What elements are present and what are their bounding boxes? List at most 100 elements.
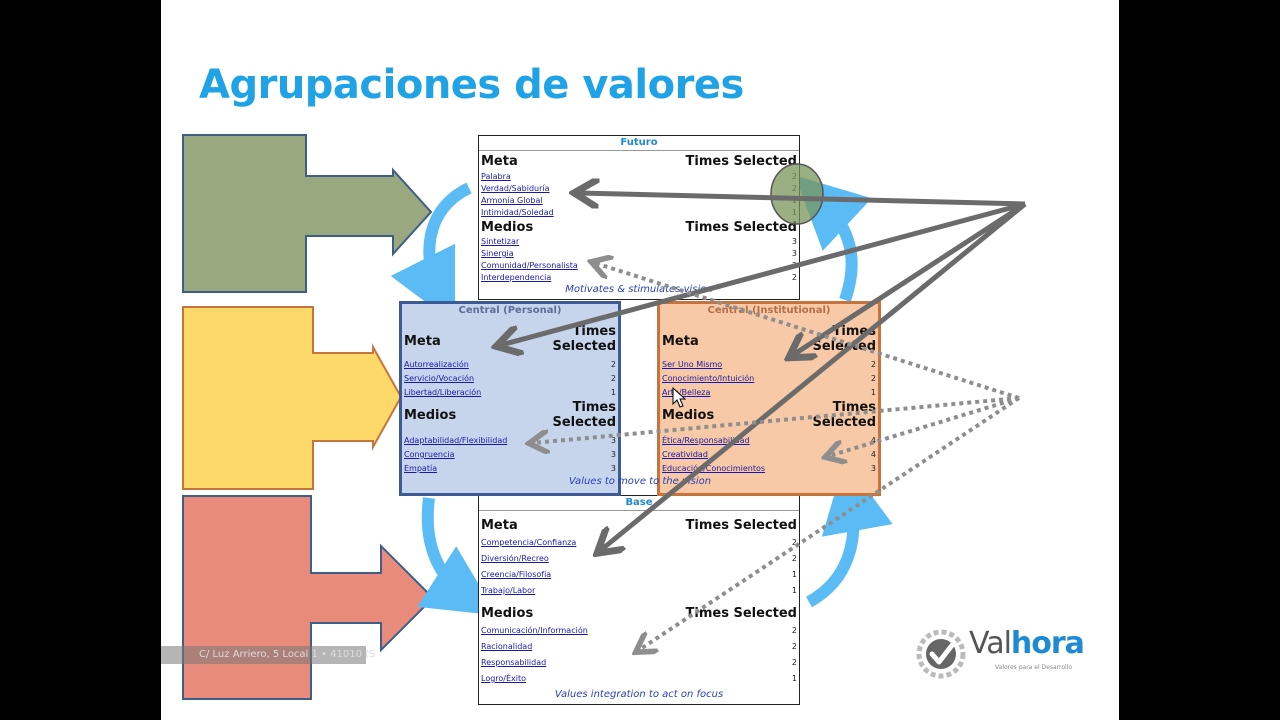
item-label[interactable]: Libertad/Liberación xyxy=(404,388,482,397)
item-count: 2 xyxy=(791,554,797,563)
panel-base-header: Base xyxy=(479,496,799,511)
item-label[interactable]: Comunicación/Información xyxy=(481,626,588,635)
item-label[interactable]: Conocimiento/Intuición xyxy=(662,374,755,383)
item-label[interactable]: Empatía xyxy=(404,464,438,473)
item-count: 3 xyxy=(791,249,797,258)
list-item[interactable]: Responsabilidad 2 xyxy=(481,658,797,670)
item-label[interactable]: Competencia/Confianza xyxy=(481,538,577,547)
item-count: 4 xyxy=(870,436,876,445)
item-label[interactable]: Trabajo/Labor xyxy=(481,586,536,595)
item-count: 2 xyxy=(791,261,797,270)
base-meta-title: Meta xyxy=(481,518,518,533)
item-count: 1 xyxy=(791,196,797,205)
item-count: 3 xyxy=(610,464,616,473)
list-item[interactable]: Sinergia 3 xyxy=(481,249,797,261)
address-bar: C/ Luz Arriero, 5 Local 1 • 41010 (S xyxy=(161,646,375,664)
item-label[interactable]: Palabra xyxy=(481,172,511,181)
item-label[interactable]: Interdependencia xyxy=(481,273,552,282)
panel-personal-header: Central (Personal) xyxy=(458,305,562,316)
item-label[interactable]: Ser Uno Mismo xyxy=(662,360,723,369)
item-count: 2 xyxy=(791,172,797,181)
item-count: 2 xyxy=(870,374,876,383)
futuro-meta-times-selected: Times Selected xyxy=(685,154,797,169)
item-count: 3 xyxy=(791,237,797,246)
list-item[interactable]: Armonía Global 1 xyxy=(481,196,797,208)
base-medios-title: Medios xyxy=(481,606,534,621)
item-count: 1 xyxy=(791,208,797,217)
item-label[interactable]: Responsabilidad xyxy=(481,658,547,667)
institutional-medios-title: Medios xyxy=(662,408,715,423)
item-label[interactable]: Creencia/Filosofía xyxy=(481,570,552,579)
valhora-logo: Valhora Valores para el Desarrollo xyxy=(913,624,1093,684)
item-count: 1 xyxy=(870,388,876,397)
list-item[interactable]: Trabajo/Labor 1 xyxy=(481,586,797,598)
list-item[interactable]: Logro/Éxito 1 xyxy=(481,674,797,686)
item-count: 2 xyxy=(791,658,797,667)
base-footer: Values integration to act on focus xyxy=(554,689,724,700)
item-label[interactable]: Sintetizar xyxy=(481,237,520,246)
futuro-meta-title: Meta xyxy=(481,154,518,169)
item-label[interactable]: Verdad/Sabiduría xyxy=(481,184,550,193)
panel-futuro-header: Futuro xyxy=(479,136,799,151)
cycle-arrow-left-top xyxy=(390,182,472,325)
item-count: 1 xyxy=(791,570,797,579)
item-count: 1 xyxy=(791,674,797,683)
cycle-arrow-right-top xyxy=(794,175,872,302)
list-item[interactable]: Diversión/Recreo 2 xyxy=(481,554,797,566)
item-label[interactable]: Educación/Conocimientos xyxy=(662,464,766,473)
item-label[interactable]: Servicio/Vocación xyxy=(404,374,475,383)
list-item[interactable]: Comunidad/Personalista 2 xyxy=(481,261,797,273)
list-item[interactable]: Intimidad/Soledad 1 xyxy=(481,208,797,220)
red-block-arrow xyxy=(182,495,435,700)
item-label[interactable]: Armonía Global xyxy=(481,196,543,205)
item-label[interactable]: Sinergia xyxy=(481,249,514,258)
list-item[interactable]: Sintetizar 3 xyxy=(481,237,797,249)
base-medios-section: Medios Times Selected Comunicación/Infor… xyxy=(481,606,797,686)
item-label[interactable]: Creatividad xyxy=(662,450,708,459)
ts-line2: Selected xyxy=(552,339,617,354)
cycle-arrow-right-bottom xyxy=(805,459,893,608)
item-count: 2 xyxy=(791,642,797,651)
list-item[interactable]: Creencia/Filosofía 1 xyxy=(481,570,797,582)
item-label[interactable]: Comunidad/Personalista xyxy=(481,261,578,270)
list-item[interactable]: Racionalidad 2 xyxy=(481,642,797,654)
panel-base: Base Meta Times Selected Competencia/Con… xyxy=(478,495,800,705)
item-label[interactable]: Arte/Belleza xyxy=(662,388,711,397)
list-item[interactable]: Conocimiento/Intuición 2 xyxy=(662,374,876,386)
item-label[interactable]: Congruencia xyxy=(404,450,455,459)
futuro-medios-title: Medios xyxy=(481,220,534,235)
ts-line1: Times xyxy=(572,324,616,339)
cycle-arrow-left-bottom xyxy=(417,497,498,616)
list-item[interactable]: Empatía 3 xyxy=(404,464,616,476)
item-label[interactable]: Logro/Éxito xyxy=(481,674,527,683)
item-label[interactable]: Adaptabilidad/Flexibilidad xyxy=(404,436,508,445)
list-item[interactable]: Palabra 2 xyxy=(481,172,797,184)
list-item[interactable]: Arte/Belleza 1 xyxy=(662,388,876,400)
item-label[interactable]: Intimidad/Soledad xyxy=(481,208,554,217)
list-item[interactable]: Ética/Responsabilidad 4 xyxy=(662,436,876,448)
yellow-block-arrow xyxy=(182,306,403,490)
item-label[interactable]: Autorrealización xyxy=(404,360,469,369)
item-label[interactable]: Racionalidad xyxy=(481,642,533,651)
item-label[interactable]: Ética/Responsabilidad xyxy=(662,436,750,445)
item-label[interactable]: Diversión/Recreo xyxy=(481,554,549,563)
item-count: 1 xyxy=(791,586,797,595)
